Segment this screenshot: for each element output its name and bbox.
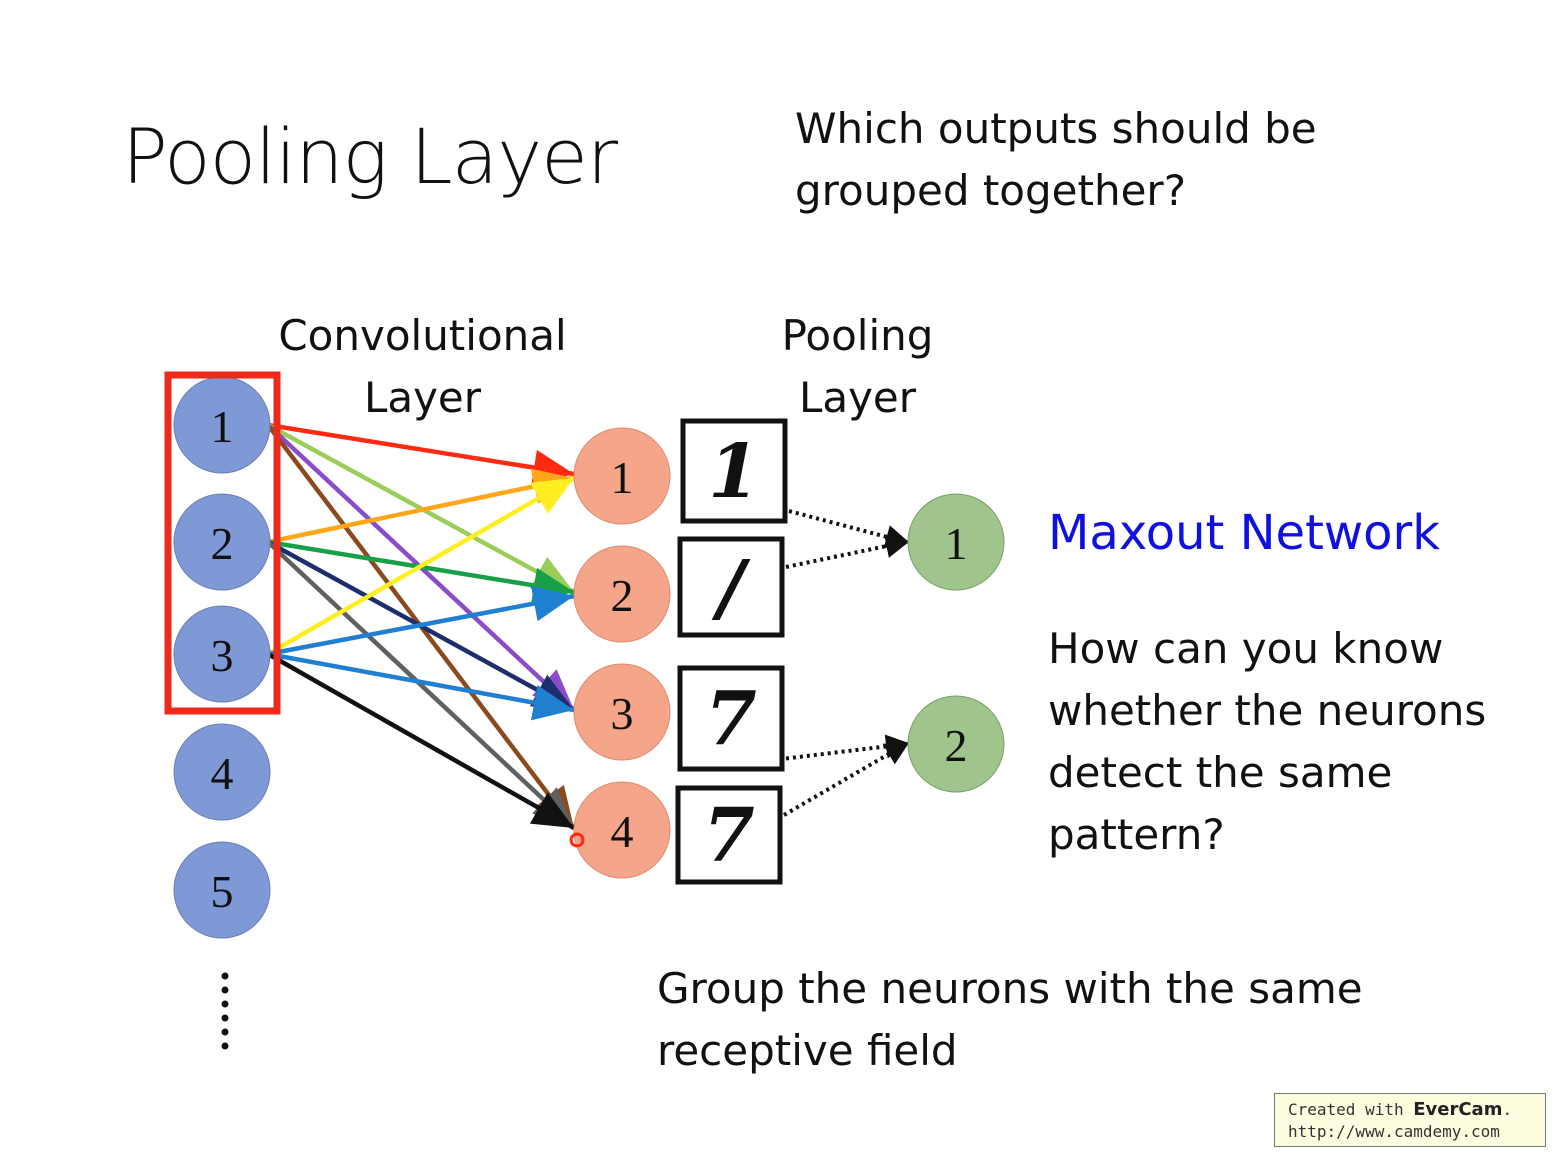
receptive-field-highlight-box xyxy=(164,371,281,715)
pool-label-line: Pooling xyxy=(781,311,934,360)
feature-image-digit: / xyxy=(711,545,750,631)
conv-neuron-label: 4 xyxy=(211,748,234,799)
pooling-edge xyxy=(788,509,910,549)
conv-neuron-label: 3 xyxy=(211,630,234,681)
pool-neuron-label: 2 xyxy=(945,720,968,771)
connection-edge xyxy=(267,422,575,486)
continuation-dot xyxy=(221,972,229,980)
question-line: Which outputs should be xyxy=(795,104,1317,153)
pool-neuron-circle xyxy=(907,493,1005,591)
feature-neuron-label: 1 xyxy=(611,452,634,503)
feature-image-frame xyxy=(677,665,785,772)
pool-neuron-label: 1 xyxy=(945,518,968,569)
pooling-edge xyxy=(785,534,910,569)
feature-neuron-circle xyxy=(573,427,671,525)
conv-neuron-circle xyxy=(173,493,271,591)
credit-line: Created with EverCam. xyxy=(1288,1099,1545,1121)
pooling-edges xyxy=(782,509,910,817)
conv-neuron: 5 xyxy=(173,841,271,939)
feature-image-digit: 7 xyxy=(705,677,757,763)
feature-images: 1 / 7 7 xyxy=(675,418,788,885)
pool-label-line: Layer xyxy=(798,373,917,422)
feature-neuron-circle xyxy=(573,663,671,761)
pooling-edge xyxy=(782,741,910,817)
feature-neuron: 4 xyxy=(573,781,671,879)
conv-neuron-circle xyxy=(173,841,271,939)
conv-neuron: 4 xyxy=(173,723,271,821)
continuation-dot xyxy=(221,1000,229,1008)
feature-neuron: 3 xyxy=(573,663,671,761)
feature-image-frame xyxy=(675,785,783,885)
group-answer-text: Group the neurons with the same receptiv… xyxy=(657,958,1363,1082)
continuation-dot xyxy=(221,986,229,994)
feature-neuron-circle xyxy=(573,545,671,643)
credit-prefix: Created with xyxy=(1288,1100,1414,1119)
pool-neuron: 2 xyxy=(907,695,1005,793)
continuation-dot xyxy=(221,1028,229,1036)
connection-edge xyxy=(267,651,575,721)
how-question-text: How can you know whether the neurons det… xyxy=(1048,618,1486,866)
pool-neuron-circle xyxy=(907,695,1005,793)
group-line: receptive field xyxy=(657,1026,958,1075)
connection-edge xyxy=(266,476,576,656)
feature-image: 7 xyxy=(677,665,785,772)
how-line: detect the same xyxy=(1048,748,1393,797)
question-line: grouped together? xyxy=(795,166,1186,215)
conv-neuron: 2 xyxy=(173,493,271,591)
neuron-nodes: 1 2 3 4 5 1 2 3 4 1 2 xyxy=(173,376,1005,939)
conv-label-line: Convolutional xyxy=(278,311,567,360)
feature-neuron-label: 2 xyxy=(611,570,634,621)
how-line: pattern? xyxy=(1048,810,1225,859)
connection-edge xyxy=(267,585,575,657)
credit-url: http://www.camdemy.com xyxy=(1288,1122,1500,1141)
feature-neuron-circle xyxy=(573,781,671,879)
connection-edge xyxy=(267,468,575,545)
credit-brand: EverCam xyxy=(1413,1099,1503,1120)
connection-edge xyxy=(266,540,576,830)
feature-image: 1 xyxy=(680,418,788,524)
feature-image: 7 xyxy=(675,785,783,885)
feature-neuron: 2 xyxy=(573,545,671,643)
continuation-dot xyxy=(221,1042,229,1050)
pool-neuron: 1 xyxy=(907,493,1005,591)
feature-image-digit: 7 xyxy=(703,793,755,879)
feature-image: / xyxy=(677,536,785,638)
feature-image-frame xyxy=(680,418,788,524)
convolutional-layer-label: Convolutional Layer xyxy=(275,305,570,429)
group-line: Group the neurons with the same xyxy=(657,964,1363,1013)
maxout-network-label: Maxout Network xyxy=(1048,505,1441,561)
feature-neuron: 1 xyxy=(573,427,671,525)
conv-neuron: 3 xyxy=(173,605,271,703)
evercam-watermark: Created with EverCam. http://www.camdemy… xyxy=(1274,1093,1546,1147)
feature-neuron-label: 3 xyxy=(611,688,634,739)
conv-neuron-circle xyxy=(173,605,271,703)
conv-neuron: 1 xyxy=(173,376,271,474)
connection-edges xyxy=(266,422,576,830)
connection-edge xyxy=(266,652,576,830)
slide-title: Pooling Layer xyxy=(122,112,618,201)
conv-neuron-label: 5 xyxy=(211,866,234,917)
conv-continuation-dots xyxy=(221,972,229,1050)
feature-neuron-label: 4 xyxy=(611,806,634,857)
conv-label-line: Layer xyxy=(363,373,482,422)
question-text: Which outputs should be grouped together… xyxy=(795,98,1317,222)
cursor-marker xyxy=(569,832,585,848)
conv-neuron-circle xyxy=(173,723,271,821)
conv-neuron-label: 1 xyxy=(211,401,234,452)
feature-image-digit: 1 xyxy=(708,429,760,515)
pooling-layer-label: Pooling Layer xyxy=(770,305,945,429)
feature-image-frame xyxy=(677,536,785,638)
how-line: How can you know xyxy=(1048,624,1444,673)
credit-suffix: . xyxy=(1502,1100,1513,1119)
continuation-dot xyxy=(221,1014,229,1022)
conv-neuron-label: 2 xyxy=(211,518,234,569)
how-line: whether the neurons xyxy=(1048,686,1487,735)
